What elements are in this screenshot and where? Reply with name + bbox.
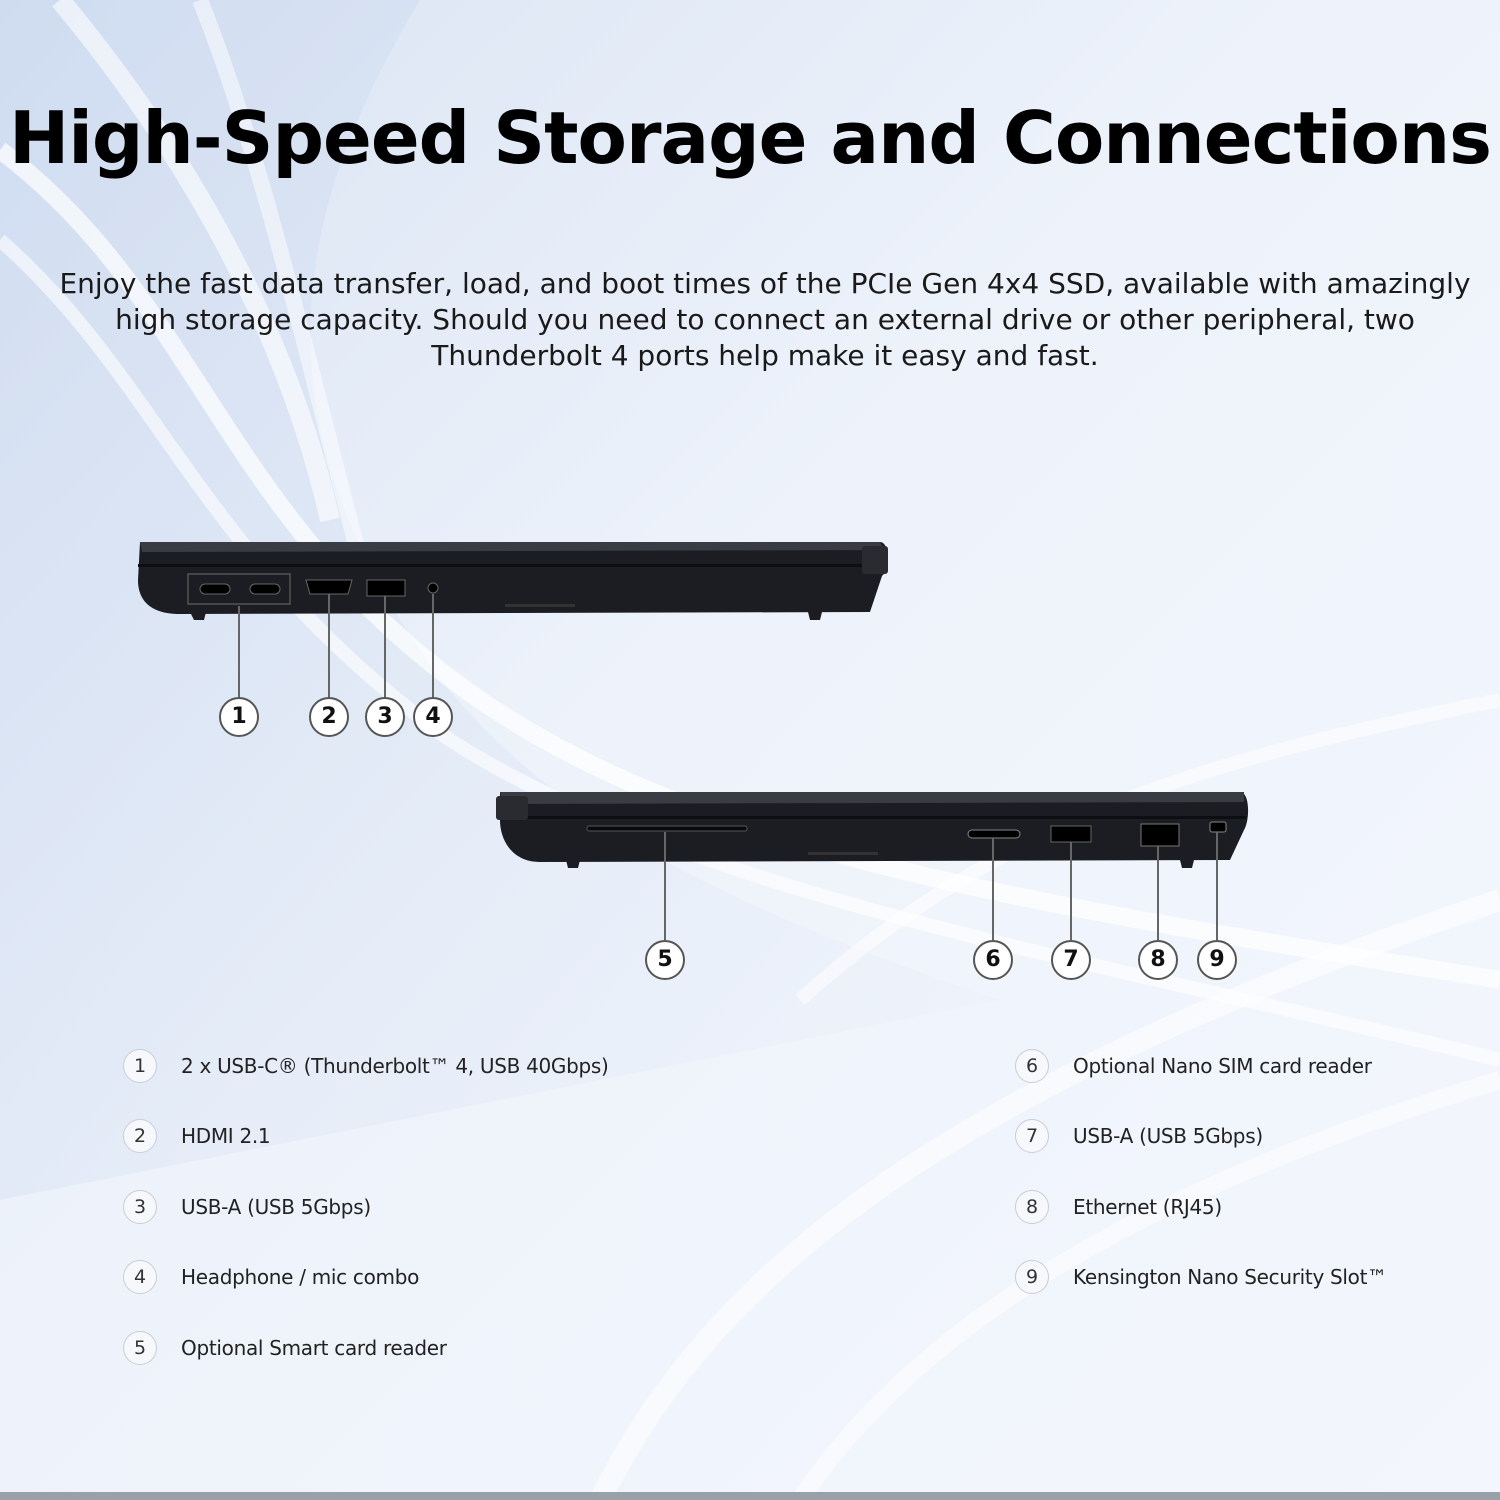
legend-number: 2 <box>123 1119 157 1153</box>
legend-item-4: 4 Headphone / mic combo <box>123 1259 419 1295</box>
legend-number: 9 <box>1015 1260 1049 1294</box>
legend-label: Optional Nano SIM card reader <box>1073 1054 1372 1078</box>
callout-8: 8 <box>1138 940 1178 980</box>
leader-line-6 <box>992 838 994 940</box>
legend-number: 5 <box>123 1331 157 1365</box>
callout-5: 5 <box>645 940 685 980</box>
callout-4: 4 <box>413 697 453 737</box>
leader-line-9 <box>1216 832 1218 940</box>
leader-line-4 <box>432 594 434 698</box>
bottom-bar <box>0 1492 1500 1500</box>
legend-label: Ethernet (RJ45) <box>1073 1195 1222 1219</box>
laptop-left-side-image <box>138 542 888 620</box>
legend-item-8: 8 Ethernet (RJ45) <box>1015 1189 1222 1225</box>
callout-7: 7 <box>1051 940 1091 980</box>
legend-label: Kensington Nano Security Slot™ <box>1073 1265 1387 1289</box>
legend-label: 2 x USB-C® (Thunderbolt™ 4, USB 40Gbps) <box>181 1054 609 1078</box>
leader-line-8 <box>1157 846 1159 940</box>
callout-2: 2 <box>309 697 349 737</box>
legend-item-2: 2 HDMI 2.1 <box>123 1118 271 1154</box>
legend-item-9: 9 Kensington Nano Security Slot™ <box>1015 1259 1387 1295</box>
leader-line-2 <box>328 594 330 698</box>
callout-9: 9 <box>1197 940 1237 980</box>
legend-label: USB-A (USB 5Gbps) <box>1073 1124 1263 1148</box>
legend-label: Headphone / mic combo <box>181 1265 420 1289</box>
legend-item-3: 3 USB-A (USB 5Gbps) <box>123 1189 371 1225</box>
legend-label: HDMI 2.1 <box>181 1124 271 1148</box>
legend-item-1: 1 2 x USB-C® (Thunderbolt™ 4, USB 40Gbps… <box>123 1048 609 1084</box>
legend-item-7: 7 USB-A (USB 5Gbps) <box>1015 1118 1263 1154</box>
legend-number: 4 <box>123 1260 157 1294</box>
leader-line-7 <box>1070 842 1072 940</box>
leader-line-5 <box>664 832 666 940</box>
legend-number: 6 <box>1015 1049 1049 1083</box>
legend-item-5: 5 Optional Smart card reader <box>123 1330 447 1366</box>
legend-label: Optional Smart card reader <box>181 1336 447 1360</box>
laptop-right-side-image <box>496 792 1249 868</box>
callout-1: 1 <box>219 697 259 737</box>
leader-line-3 <box>384 596 386 698</box>
legend-number: 7 <box>1015 1119 1049 1153</box>
page-subtitle: Enjoy the fast data transfer, load, and … <box>59 267 1471 372</box>
legend-item-6: 6 Optional Nano SIM card reader <box>1015 1048 1372 1084</box>
callout-3: 3 <box>365 697 405 737</box>
legend-number: 8 <box>1015 1190 1049 1224</box>
legend-number: 1 <box>123 1049 157 1083</box>
page-title: High-Speed Storage and Connections <box>8 96 1492 180</box>
leader-line-1 <box>238 606 240 698</box>
legend-label: USB-A (USB 5Gbps) <box>181 1195 371 1219</box>
callout-6: 6 <box>973 940 1013 980</box>
legend-number: 3 <box>123 1190 157 1224</box>
